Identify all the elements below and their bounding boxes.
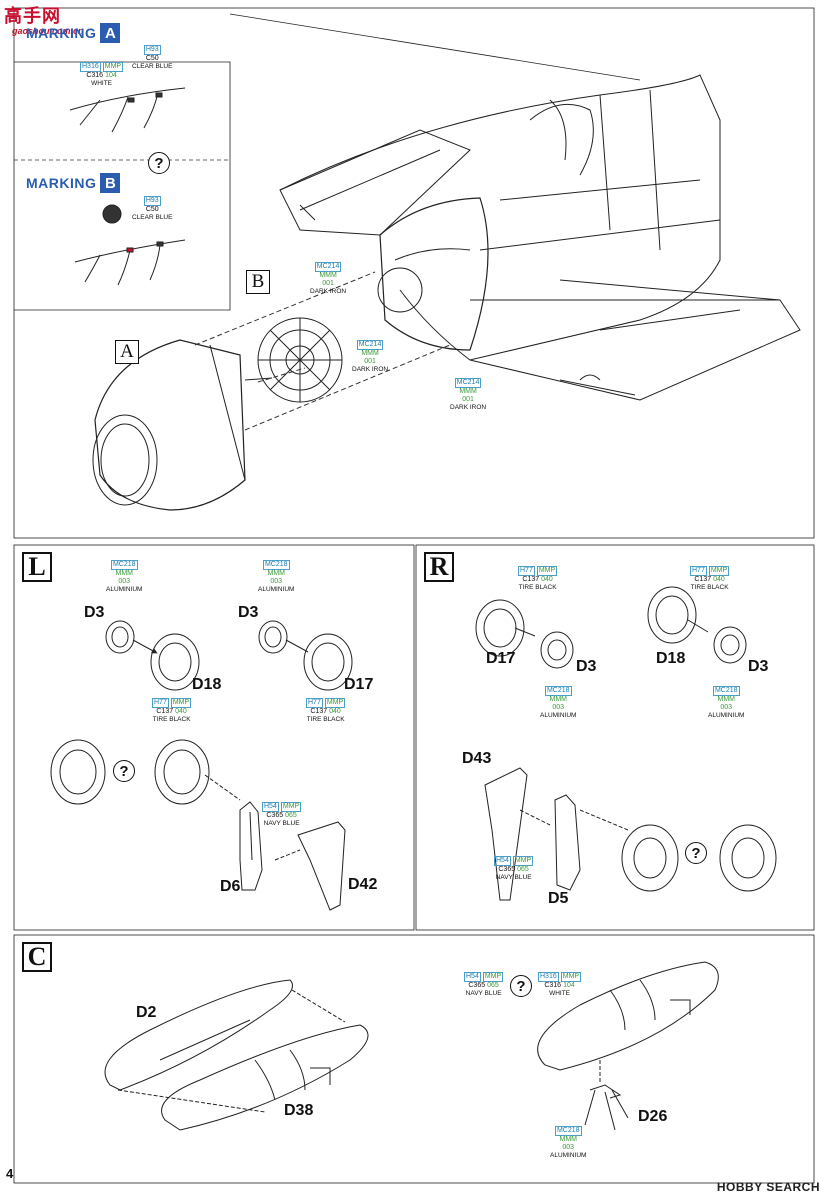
section-r-label: R: [424, 552, 454, 582]
callout-b: B: [246, 270, 270, 294]
paint-alum-l1: MC218 MMM 003 ALUMINIUM: [106, 560, 143, 593]
hobby-search-watermark: HOBBY SEARCH: [716, 1180, 820, 1194]
section-l-label: L: [22, 552, 52, 582]
marking-label: MARKING: [26, 25, 97, 41]
part-label: D38: [284, 1102, 314, 1119]
paint-alum-r1: MC218 MMM 003 ALUMINIUM: [540, 686, 577, 719]
page-number: 4: [6, 1166, 14, 1181]
part-label: D18: [192, 676, 222, 693]
marking-label: MARKING: [26, 175, 97, 191]
part-label: D17: [486, 650, 516, 667]
part-label: D3: [576, 658, 597, 675]
callout-a: A: [115, 340, 139, 364]
watermark-url: gaoshou.com.cn: [12, 26, 84, 36]
part-label: D17: [344, 676, 374, 693]
paint-dark-iron-2: MC214 MMM 001 DARK IRON: [352, 340, 389, 373]
part-label: D3: [238, 604, 259, 621]
question-mark-icon: ?: [113, 760, 135, 782]
paint-alum-l2: MC218 MMM 003 ALUMINIUM: [258, 560, 295, 593]
marking-a-banner: MARKING A: [26, 22, 121, 44]
paint-clear-blue-a: H93 C50 CLEAR BLUE: [132, 45, 173, 70]
marking-b-banner: MARKING B: [26, 172, 121, 194]
part-label: D3: [748, 658, 769, 675]
section-c-label: C: [22, 942, 52, 972]
part-label: D18: [656, 650, 686, 667]
part-label: D2: [136, 1004, 157, 1021]
part-label: D43: [462, 750, 492, 767]
paint-dark-iron-3: MC214 MMM 001 DARK IRON: [450, 378, 487, 411]
question-mark-icon: ?: [510, 975, 532, 997]
part-label: D42: [348, 876, 378, 893]
marking-letter: A: [100, 23, 121, 43]
question-mark-icon: ?: [685, 842, 707, 864]
paint-clear-blue-b: H93 C50 CLEAR BLUE: [132, 196, 173, 221]
paint-alum-r2: MC218 MMM 003 ALUMINIUM: [708, 686, 745, 719]
paint-dark-iron-1: MC214 MMM 001 DARK IRON: [310, 262, 347, 295]
question-mark-icon: ?: [148, 152, 170, 174]
watermark-logo: 高手网: [4, 6, 61, 27]
paint-alum-c: MC218 MMM 003 ALUMINIUM: [550, 1126, 587, 1159]
part-label: D26: [638, 1108, 668, 1125]
part-label: D6: [220, 878, 241, 895]
part-label: D3: [84, 604, 105, 621]
part-label: D5: [548, 890, 569, 907]
marking-letter: B: [100, 173, 121, 193]
